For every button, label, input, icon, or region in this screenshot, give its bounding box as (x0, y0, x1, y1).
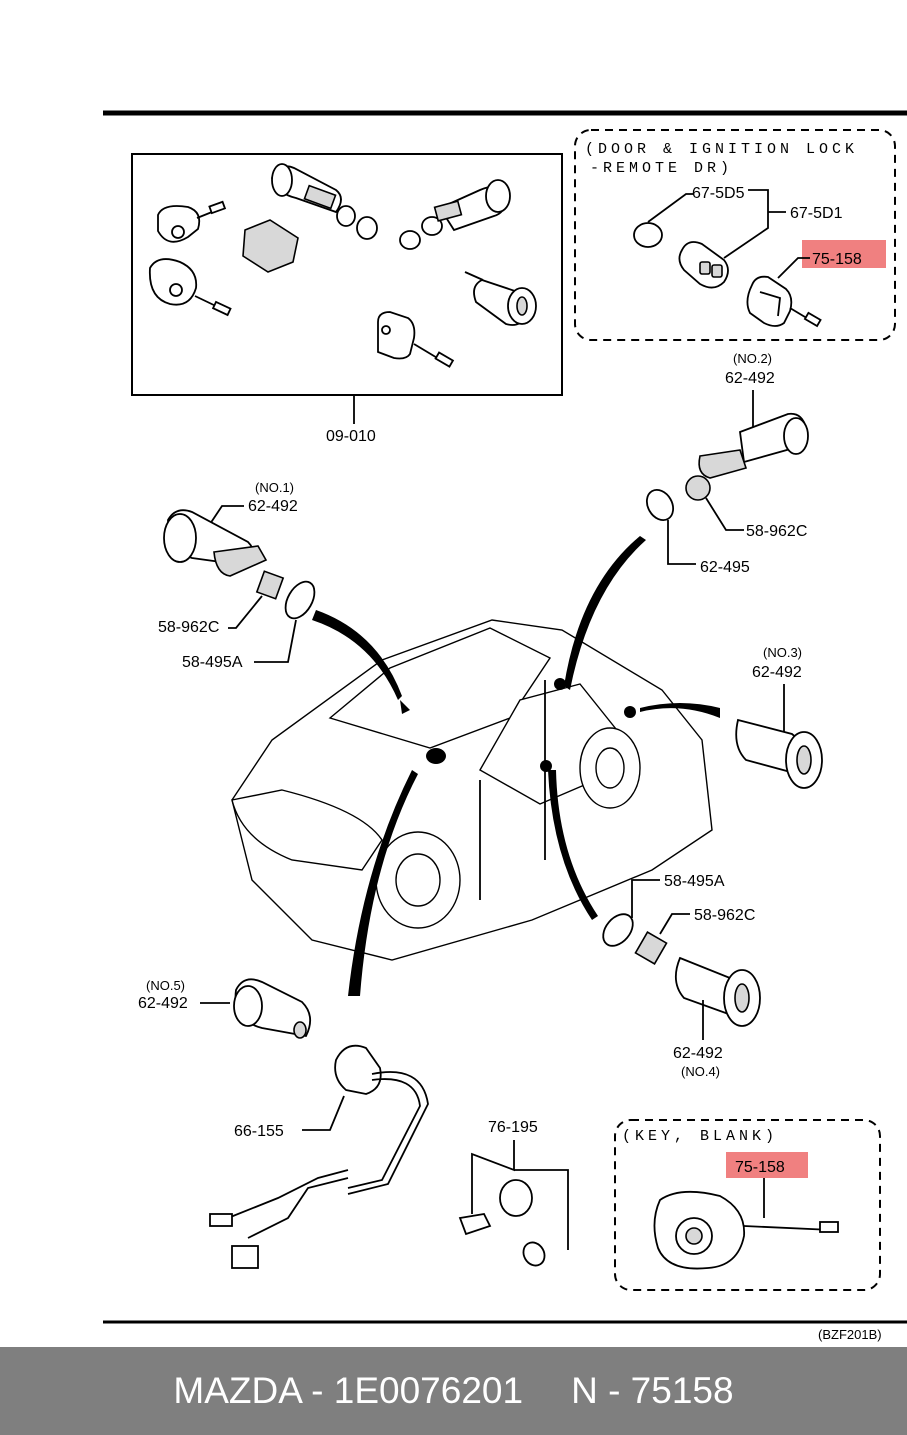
lock-no4-part: 62-492 (673, 1045, 723, 1062)
lock-no3-group: (NO.3) 62-492 (735, 645, 823, 789)
lock-set-kit: 09-010 (131, 153, 563, 445)
bulb-set-group: 76-195 (458, 1119, 569, 1267)
key-blank-part: 75-158 (735, 1159, 785, 1176)
lock-no5-part: 62-492 (138, 995, 188, 1012)
lock-no1-bezel: 58-495A (182, 654, 243, 671)
ignition-switch-group: 66-155 (209, 1044, 429, 1269)
lock-no5-group: (NO.5) 62-492 (138, 978, 312, 1039)
lock-no2-group: (NO.2) 62-492 58-962C 62-495 (645, 351, 809, 576)
remote-part-2: 67-5D1 (790, 205, 843, 222)
lock-no1-part: 62-492 (248, 498, 298, 515)
lock-no3-part: 62-492 (752, 664, 802, 681)
lock-no4-note: (NO.4) (681, 1064, 720, 1079)
lock-no2-seal: 58-962C (746, 523, 807, 540)
remote-box-title-2: -REMOTE DR) (590, 160, 733, 177)
remote-key-part: 75-158 (812, 251, 862, 268)
remote-kit-box: (DOOR & IGNITION LOCK -REMOTE DR) 67-5D5… (574, 129, 896, 341)
lock-no4-seal: 58-962C (694, 907, 755, 924)
caption-bar: MAZDA - 1E0076201 N - 75158 (0, 1347, 907, 1435)
lock-no4-group: 58-495A 58-962C 62-492 (NO.4) (602, 873, 761, 1079)
lock-no2-bezel: 62-495 (700, 559, 750, 576)
parts-diagram: 09-010 (DOOR & IGNITION LOCK -REMOTE DR)… (103, 110, 907, 1342)
lock-no1-seal: 58-962C (158, 619, 219, 636)
remote-box-title-1: (DOOR & IGNITION LOCK (585, 141, 858, 158)
lock-no2-part: 62-492 (725, 370, 775, 387)
bulb-part: 76-195 (488, 1119, 538, 1136)
n-part-number: N - 75158 (571, 1370, 734, 1411)
car-illustration (231, 536, 720, 996)
key-blank-title: (KEY, BLANK) (622, 1128, 778, 1145)
lock-no2-note: (NO.2) (733, 351, 772, 366)
remote-part-1: 67-5D5 (692, 185, 745, 202)
kit-part-label: 09-010 (326, 428, 376, 445)
reference-code: (BZF201B) (818, 1327, 882, 1342)
lock-no1-group: (NO.1) 62-492 58-962C 58-495A (158, 480, 316, 671)
brand-part-number: MAZDA - 1E0076201 (173, 1370, 524, 1411)
lock-no1-note: (NO.1) (255, 480, 294, 495)
switch-part: 66-155 (234, 1123, 284, 1140)
lock-no4-bezel: 58-495A (664, 873, 725, 890)
lock-no3-note: (NO.3) (763, 645, 802, 660)
lock-no5-note: (NO.5) (146, 978, 185, 993)
key-blank-box: (KEY, BLANK) 75-158 (614, 1119, 881, 1291)
